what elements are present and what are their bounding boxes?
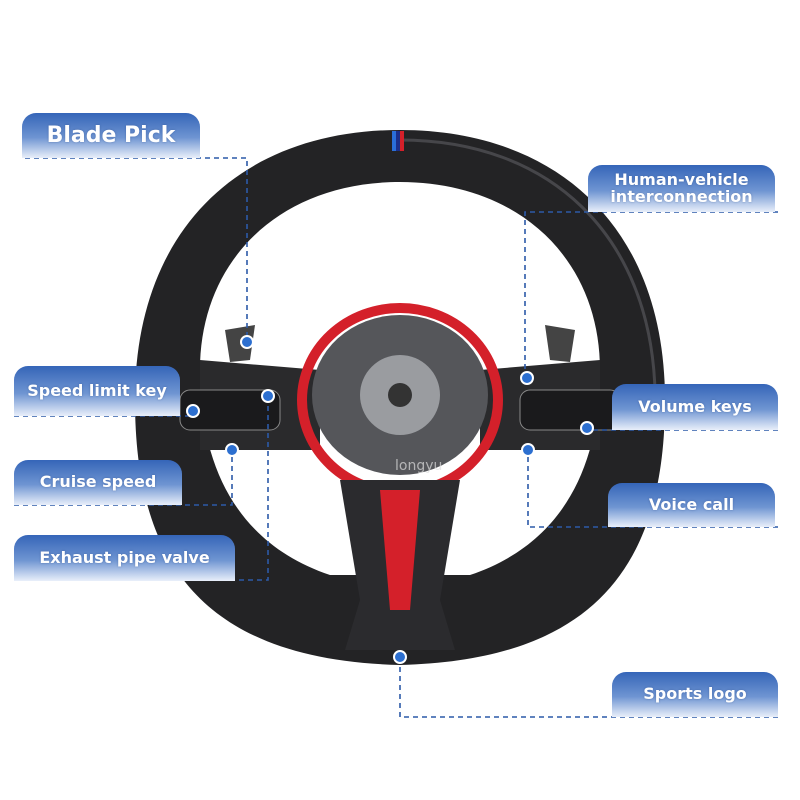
label-sports-logo: Sports logo: [612, 672, 778, 717]
label-volume-keys: Volume keys: [612, 384, 778, 430]
label-speed-limit-key: Speed limit key: [14, 366, 180, 416]
label-cruise-speed: Cruise speed: [14, 460, 182, 505]
svg-text:longyu: longyu: [395, 458, 442, 474]
right-paddle: [545, 325, 575, 362]
leader-lines: [14, 157, 778, 718]
label-blade-pick: Blade Pick: [22, 113, 200, 158]
callout-dots: [186, 335, 594, 664]
label-exhaust-pipe-valve: Exhaust pipe valve: [14, 535, 235, 581]
label-voice-call: Voice call: [608, 483, 775, 527]
